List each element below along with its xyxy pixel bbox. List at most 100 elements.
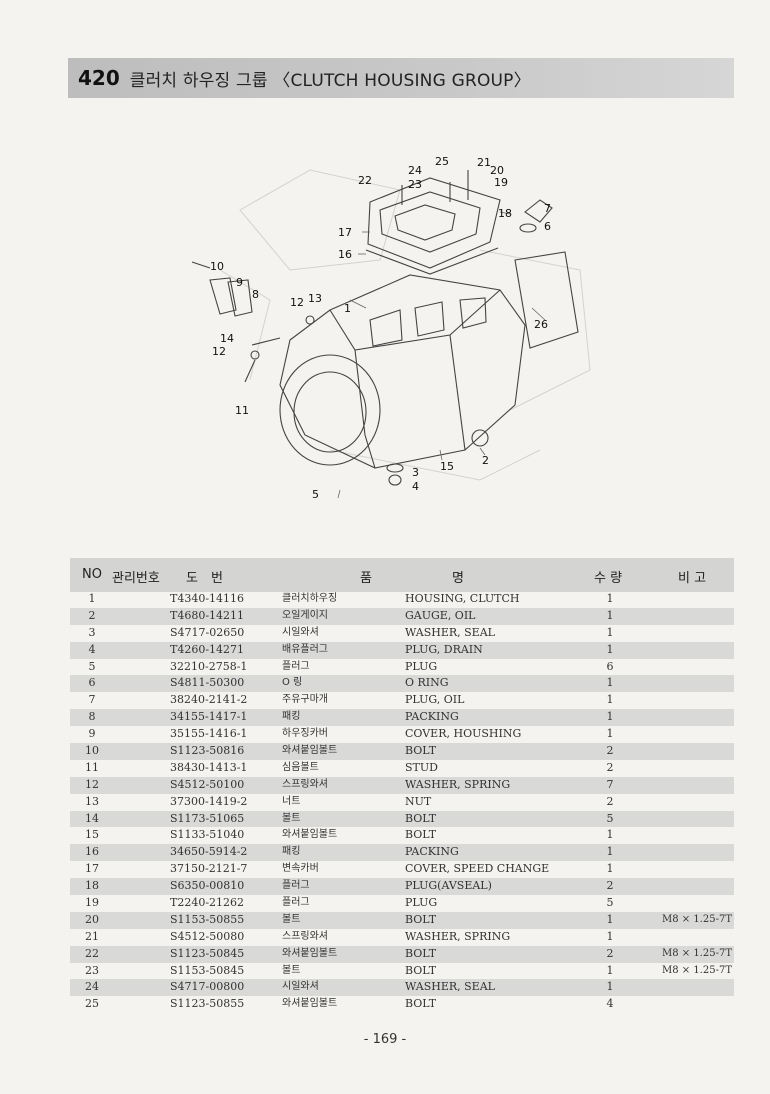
callout-label: 18	[498, 207, 512, 220]
row-description: GAUGE, OIL	[405, 608, 476, 622]
section-number: 420	[78, 66, 120, 90]
row-part-number: S1123-50855	[170, 997, 245, 1011]
row-description: PLUG	[405, 896, 438, 910]
row-korean-name: 패킹	[282, 711, 301, 723]
row-part-number: S1123-50816	[170, 744, 245, 758]
row-description: BOLT	[405, 828, 437, 842]
callout-label: 25	[435, 155, 449, 168]
row-korean-name: 시일와셔	[282, 981, 319, 993]
row-quantity: 2	[606, 794, 614, 808]
row-quantity: 7	[606, 777, 614, 791]
row-quantity: 1	[606, 625, 614, 639]
row-korean-name: 너트	[282, 795, 301, 807]
row-no: 14	[85, 811, 99, 825]
row-description: BOLT	[405, 744, 437, 758]
row-quantity: 1	[606, 642, 614, 656]
row-quantity: 2	[606, 946, 614, 960]
callout-label: 6	[544, 220, 551, 233]
row-quantity: 1	[606, 862, 614, 876]
row-korean-name: 볼트	[282, 913, 301, 925]
row-korean-name: 와셔붙임볼트	[282, 745, 338, 757]
row-quantity: 1	[606, 845, 614, 859]
row-description: BOLT	[405, 963, 437, 977]
row-no: 3	[88, 625, 96, 639]
row-quantity: 1	[606, 608, 614, 622]
callout-label: 12	[212, 345, 226, 358]
callout-label: 5	[312, 488, 319, 501]
section-title: 클러치 하우징 그룹 〈CLUTCH HOUSING GROUP〉	[129, 70, 531, 91]
row-korean-name: 플러그	[282, 897, 310, 909]
row-part-number: S4512-50100	[170, 777, 245, 791]
callout-label: 16	[338, 248, 352, 261]
row-part-number: 38240-2141-2	[170, 693, 248, 707]
row-description: COVER, HOUSHING	[405, 727, 522, 741]
row-quantity: 1	[606, 727, 614, 741]
row-no: 13	[85, 794, 99, 808]
row-korean-name: 스프링와셔	[282, 930, 328, 942]
row-no: 1	[88, 592, 96, 605]
row-remark: M8 × 1.25-7T	[661, 947, 732, 959]
callout-label: 9	[236, 276, 243, 289]
row-no: 16	[85, 845, 99, 859]
callout-label: 20	[490, 164, 504, 177]
clutch-housing-drawing	[191, 169, 591, 499]
row-no: 19	[85, 896, 99, 910]
row-no: 10	[85, 744, 99, 758]
row-no: 11	[85, 760, 99, 774]
callout-label: 13	[308, 292, 322, 305]
row-description: BOLT	[405, 997, 437, 1011]
callout-label: 17	[338, 226, 352, 239]
callout-label: 7	[544, 202, 551, 215]
header-remark: 비 고	[678, 571, 707, 586]
callout-label: 8	[252, 288, 259, 301]
callout-label: 22	[358, 174, 372, 187]
row-part-number: S4512-50080	[170, 929, 245, 943]
callout-label: 23	[408, 178, 422, 191]
row-description: PACKING	[405, 845, 459, 859]
header-no: NO	[82, 567, 102, 582]
callout-label: 15	[440, 460, 454, 473]
row-quantity: 1	[606, 710, 614, 724]
row-korean-name: 시일와셔	[282, 626, 319, 638]
row-part-number: S1133-51040	[170, 828, 245, 842]
row-part-number: S1153-50845	[170, 963, 245, 977]
section-header: 420 클러치 하우징 그룹 〈CLUTCH HOUSING GROUP〉	[68, 58, 734, 98]
row-part-number: 32210-2758-1	[170, 659, 248, 673]
row-no: 21	[85, 929, 99, 943]
row-description: HOUSING, CLUTCH	[405, 592, 520, 605]
row-part-number: T4340-14116	[170, 592, 245, 605]
row-description: PLUG	[405, 659, 438, 673]
row-quantity: 5	[606, 811, 614, 825]
row-quantity: 5	[606, 896, 614, 910]
callout-label: 21	[477, 156, 491, 169]
row-quantity: 1	[606, 592, 614, 605]
row-quantity: 1	[606, 676, 614, 690]
callout-label: 26	[534, 318, 548, 331]
row-quantity: 2	[606, 744, 614, 758]
row-description: NUT	[405, 794, 432, 808]
row-remark: M8 × 1.25-7T	[661, 913, 732, 925]
callout-label: 3	[412, 466, 419, 479]
callout-label: 4	[412, 480, 419, 493]
row-no: 4	[88, 642, 96, 656]
row-korean-name: 볼트	[282, 812, 301, 824]
row-korean-name: 하우징카버	[282, 728, 328, 740]
row-part-number: T4680-14211	[170, 608, 245, 622]
row-description: COVER, SPEED CHANGE	[405, 862, 550, 876]
page-number: - 169 -	[363, 1032, 407, 1047]
row-part-number: 37150-2121-7	[170, 862, 248, 876]
row-part-number: 35155-1416-1	[170, 727, 248, 741]
row-description: BOLT	[405, 912, 437, 926]
